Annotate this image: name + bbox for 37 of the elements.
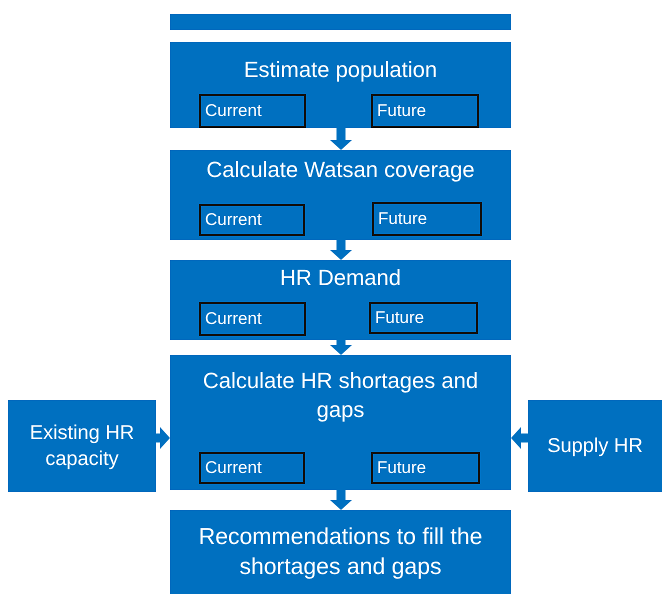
box-label: Future	[378, 208, 428, 230]
box-label: Current	[205, 208, 262, 231]
sub-box	[369, 302, 478, 334]
input-box	[8, 400, 156, 492]
box-label: Supply HR	[546, 434, 644, 459]
sub-box	[372, 202, 482, 236]
box-label: Current	[205, 308, 262, 330]
process-box	[170, 260, 511, 340]
box-label: Future	[377, 100, 426, 122]
header-bar	[170, 14, 511, 30]
box-label: Future	[375, 306, 424, 329]
box-label: Estimate population	[242, 56, 438, 84]
sub-box	[199, 302, 306, 336]
box-label: Recommendations to fill the shortages and gaps	[198, 522, 484, 581]
sub-box	[199, 452, 305, 484]
arrow	[330, 240, 352, 260]
box-label: HR Demand	[278, 264, 402, 292]
box-label: Current	[205, 456, 262, 479]
arrow	[511, 427, 528, 449]
box-label: Existing HR capacity	[28, 421, 136, 472]
arrow	[330, 340, 352, 355]
process-box	[170, 355, 511, 490]
box-label: Calculate HR shortages and gaps	[202, 367, 480, 424]
box-label: Future	[377, 456, 426, 479]
input-box	[528, 400, 662, 492]
box-label: Current	[205, 100, 262, 122]
box-label: Calculate Watsan coverage	[205, 156, 476, 184]
sub-box	[371, 452, 480, 484]
sub-box	[199, 94, 306, 128]
arrow	[330, 490, 352, 510]
process-box	[170, 150, 511, 240]
sub-box	[199, 204, 305, 236]
arrow	[330, 128, 352, 150]
arrow	[156, 427, 170, 449]
result-box	[170, 510, 511, 594]
sub-box	[371, 94, 479, 128]
process-box	[170, 42, 511, 128]
